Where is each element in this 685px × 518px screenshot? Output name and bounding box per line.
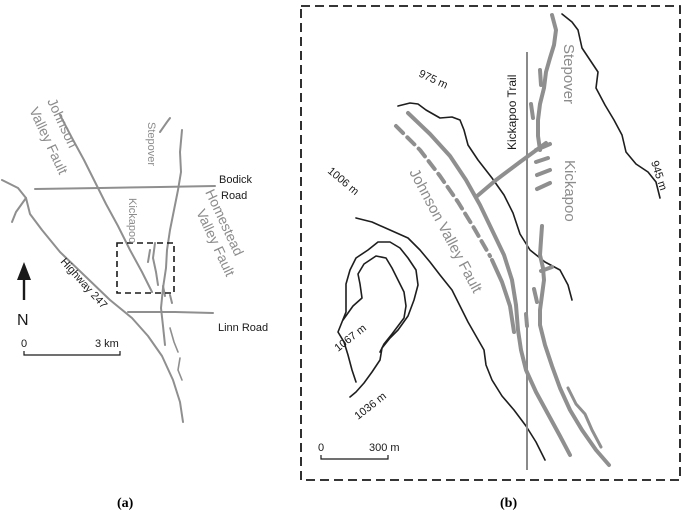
stepover-label-b: Stepover <box>560 44 577 104</box>
kickapoo-fault-strand-a2 <box>162 285 166 297</box>
johnson-valley-fault-dashed <box>394 124 492 258</box>
scale-start-a: 0 <box>21 338 27 350</box>
kickapoo-fault-branch-b <box>566 386 603 449</box>
scale-end-a: 3 km <box>95 338 119 350</box>
stepover-fault-strand-b6 <box>535 181 552 191</box>
contour-label-1067: 1067 m <box>332 322 368 354</box>
caption-a: (a) <box>117 496 134 511</box>
kickapoo-fault-line-a <box>152 242 159 286</box>
kickapoo-fault-line-b <box>538 224 611 467</box>
highway-247-label: Highway 247 <box>58 256 109 311</box>
contour-975 <box>397 102 573 301</box>
contour-label-975: 975 m <box>417 68 450 92</box>
panel-b-frame <box>300 5 681 481</box>
cross-fault-line-b <box>474 141 548 199</box>
panel-b: Kickapoo Trail Stepover Kickapoo Johnson… <box>300 5 681 511</box>
caption-b: (b) <box>500 496 517 511</box>
bodick-road-label: Road <box>221 190 247 202</box>
fault-strand-south-2 <box>177 357 183 381</box>
stepover-fault-strand-b1 <box>538 68 543 87</box>
kickapoo-fault-strand-b1 <box>539 265 554 273</box>
scale-bar-a: 0 3 km <box>21 338 121 356</box>
north-arrow: N <box>17 262 31 329</box>
kickapoo-fault-strand-b2 <box>532 287 539 304</box>
scale-start-b: 0 <box>318 442 324 454</box>
contour-1006 <box>355 217 546 461</box>
kickapoo-label-a: Kickapoo <box>126 198 138 243</box>
kickapoo-label-b: Kickapoo <box>561 160 578 222</box>
stepover-fault-line-b <box>536 13 558 152</box>
johnson-valley-fault-line <box>59 114 153 293</box>
stepover-fault-strand-b2 <box>529 102 535 120</box>
scale-end-b: 300 m <box>369 442 400 454</box>
stepover-label-a: Stepover <box>145 122 157 166</box>
kickapoo-fault-strand-a3 <box>169 294 173 304</box>
panel-a: Johnson Valley Fault Stepover Kickapoo H… <box>1 96 268 511</box>
kickapoo-fault-strand-a1 <box>147 249 151 263</box>
homestead-valley-fault-line <box>160 129 183 346</box>
stepover-fault-strand-b4 <box>534 156 550 164</box>
scale-bar-b: 0 300 m <box>318 442 400 460</box>
contour-1036 <box>337 241 419 398</box>
johnson-valley-fault-line-b <box>406 111 572 457</box>
highway-247-line <box>1 179 184 423</box>
linn-road-label: Linn Road <box>218 322 268 334</box>
bodick-label: Bodick <box>219 174 253 186</box>
contour-label-1006: 1006 m <box>325 165 361 198</box>
contour-label-1036: 1036 m <box>352 390 388 422</box>
highway-west-branch <box>11 197 27 223</box>
stepover-fault-strand-b5 <box>535 168 552 177</box>
fault-strand-south-1 <box>169 327 179 353</box>
johnson-valley-fault-lower <box>490 258 516 334</box>
linn-road-line <box>127 311 214 314</box>
kickapoo-trail-label: Kickapoo Trail <box>505 75 519 150</box>
bodick-road-line <box>34 185 216 190</box>
contour-1067 <box>342 255 407 353</box>
north-arrow-icon <box>17 262 31 280</box>
north-label: N <box>17 312 29 329</box>
study-area-box <box>116 242 175 294</box>
kickapoo-fault-strand-b3 <box>524 312 529 328</box>
homestead-fault-upper-segment <box>159 117 171 133</box>
contour-945 <box>561 13 661 199</box>
